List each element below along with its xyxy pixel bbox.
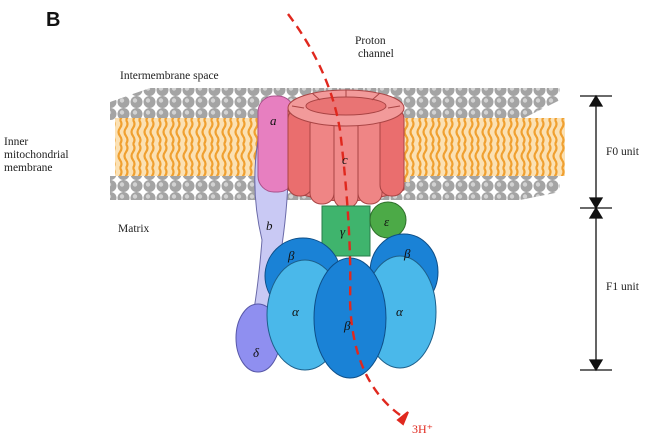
inner-membrane-label-line3: membrane bbox=[4, 162, 53, 174]
proton-out-label: 3H⁺ bbox=[412, 422, 433, 436]
matrix-label: Matrix bbox=[118, 223, 150, 235]
inner-membrane-label-line2: mitochondrial bbox=[4, 149, 69, 161]
subunit-a-label: a bbox=[270, 113, 277, 128]
subunit-epsilon-label: ε bbox=[384, 214, 390, 229]
intermembrane-space-label: Intermembrane space bbox=[120, 70, 219, 82]
f1-unit-label: F1 unit bbox=[606, 281, 640, 293]
beta-center-label: β bbox=[343, 318, 351, 333]
unit-brackets bbox=[580, 96, 612, 370]
subunit-b-label: b bbox=[266, 218, 273, 233]
beta-left-label: β bbox=[287, 248, 295, 263]
proton-channel-label-line2: channel bbox=[358, 48, 394, 60]
subunit-gamma-label: γ bbox=[340, 224, 346, 239]
proton-channel-label-line1: Proton bbox=[355, 35, 386, 47]
beta-right-label: β bbox=[403, 246, 411, 261]
alpha-left-label: α bbox=[292, 304, 300, 319]
subunit-delta-label: δ bbox=[253, 345, 260, 360]
f0-unit-label: F0 unit bbox=[606, 146, 640, 158]
inner-membrane-label-line1: Inner bbox=[4, 136, 28, 148]
subunit-c-label: c bbox=[342, 152, 348, 167]
alpha-right-label: α bbox=[396, 304, 404, 319]
panel-letter: B bbox=[46, 9, 60, 31]
